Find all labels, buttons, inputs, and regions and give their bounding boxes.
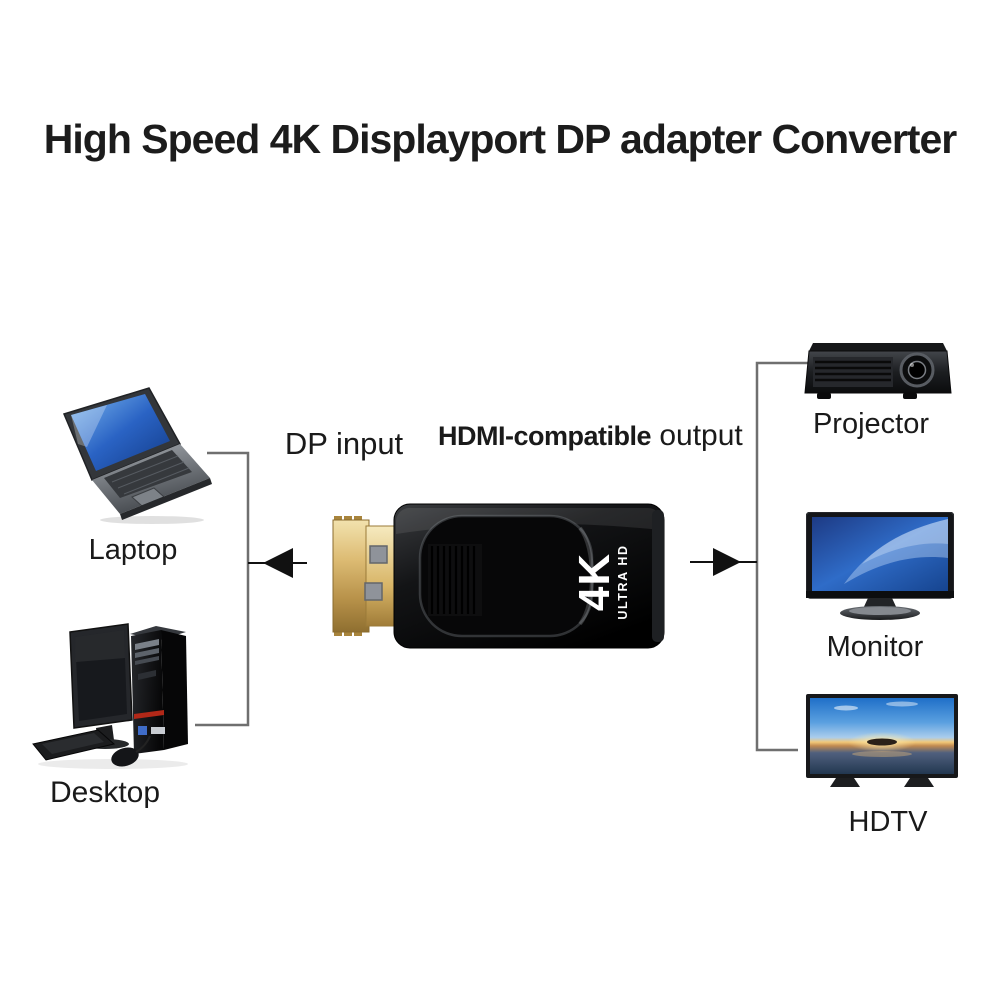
adapter-image: 4K ULTRA HD bbox=[328, 500, 668, 652]
hdtv-image bbox=[806, 694, 958, 794]
dp-input-label: DP input bbox=[284, 426, 404, 461]
adapter-illustration bbox=[332, 503, 665, 649]
desktop-label: Desktop bbox=[49, 776, 161, 809]
dp-input-arrow bbox=[248, 548, 307, 578]
adapter-vent bbox=[430, 546, 476, 614]
badge-4k-text: 4K bbox=[569, 552, 619, 612]
desktop-illustration bbox=[32, 623, 188, 769]
dp-connector bbox=[332, 516, 405, 636]
hdtv-label: HDTV bbox=[848, 806, 928, 838]
projector-illustration bbox=[804, 343, 952, 399]
badge-ultra-hd-text: ULTRA HD bbox=[616, 544, 631, 620]
laptop-image bbox=[52, 384, 212, 526]
right-branch-line bbox=[755, 361, 810, 752]
projector-image bbox=[803, 341, 953, 403]
laptop-illustration bbox=[62, 387, 212, 524]
monitor-label: Monitor bbox=[826, 631, 924, 663]
laptop-label: Laptop bbox=[88, 534, 178, 566]
page-title: High Speed 4K Displayport DP adapter Con… bbox=[43, 116, 957, 162]
hdmi-output-label: HDMI-compatible output bbox=[438, 419, 743, 453]
adapter-4k-badge: 4K ULTRA HD bbox=[569, 522, 635, 642]
left-branch-line bbox=[195, 451, 250, 727]
desktop-image bbox=[28, 618, 208, 770]
hdmi-output-arrow bbox=[690, 548, 757, 576]
hdmi-output-label-rest: output bbox=[651, 419, 743, 452]
monitor-illustration bbox=[805, 511, 955, 620]
monitor-image bbox=[805, 511, 955, 622]
projector-label: Projector bbox=[812, 408, 930, 440]
hdtv-illustration bbox=[806, 694, 958, 787]
hdmi-output-label-strong: HDMI-compatible bbox=[438, 421, 652, 451]
adapter-body bbox=[393, 503, 665, 649]
